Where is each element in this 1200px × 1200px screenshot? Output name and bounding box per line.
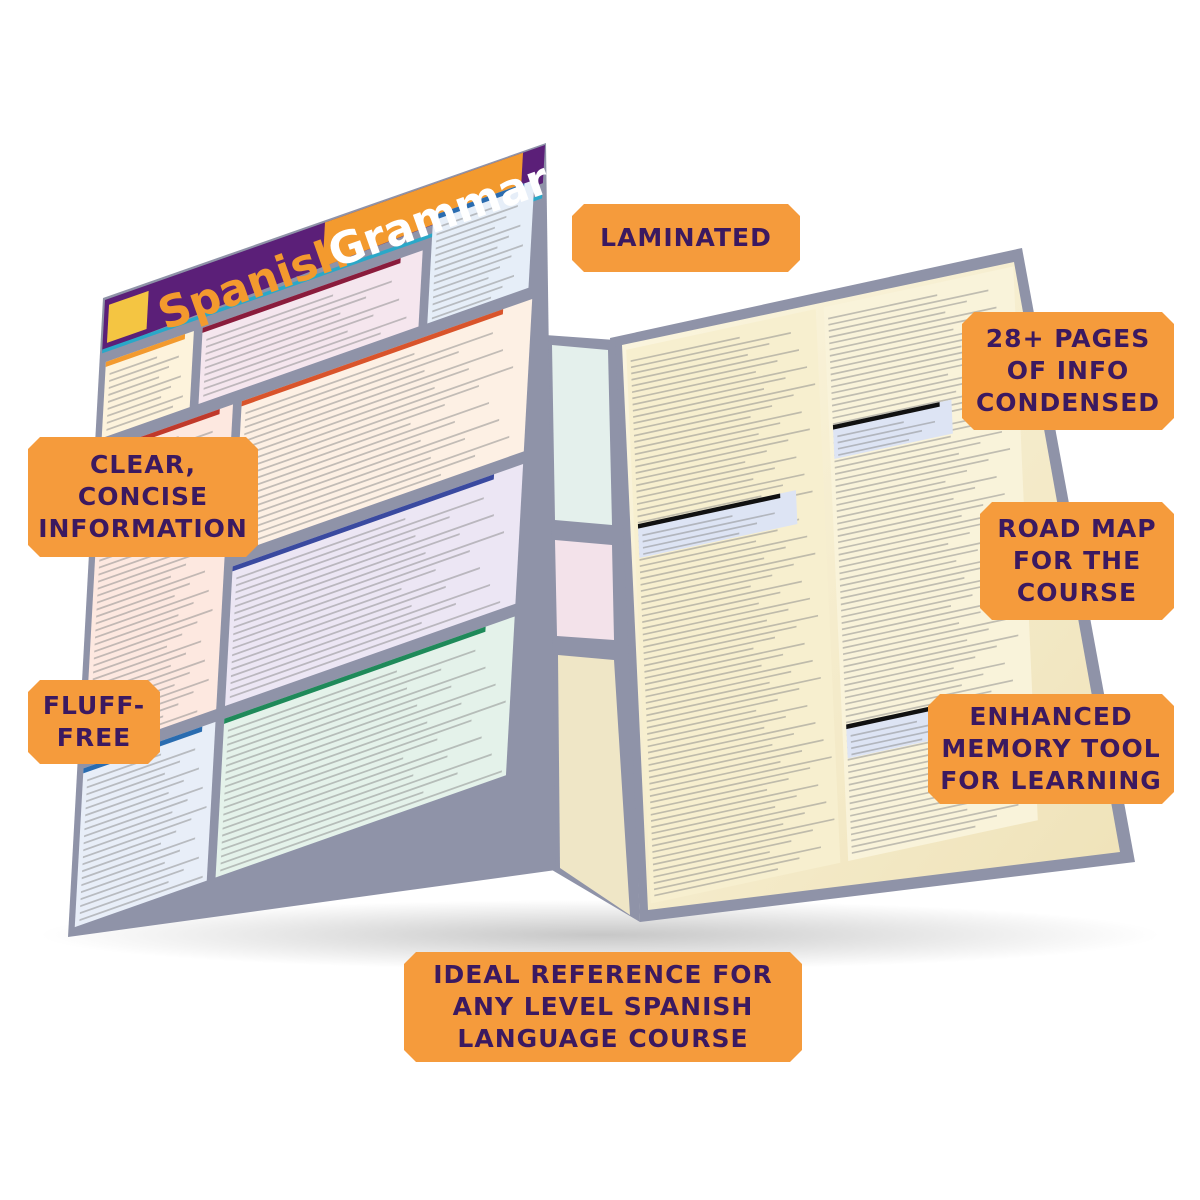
callout-reference: IDEAL REFERENCE FOR ANY LEVEL SPANISH LA… [404,952,802,1062]
floor-shadow [40,900,1160,970]
callout-pages: 28+ PAGES OF INFO CONDENSED [962,312,1174,430]
callout-laminated: LAMINATED [572,204,800,272]
callout-memory: ENHANCED MEMORY TOOL FOR LEARNING [928,694,1174,804]
callout-fluff: FLUFF- FREE [28,680,160,764]
callout-clear: CLEAR, CONCISE INFORMATION [28,437,258,557]
content-section [427,179,535,324]
middle-panel [545,335,640,922]
right-panel [610,248,1135,922]
callout-roadmap: ROAD MAP FOR THE COURSE [980,502,1174,620]
content-section [198,250,423,405]
